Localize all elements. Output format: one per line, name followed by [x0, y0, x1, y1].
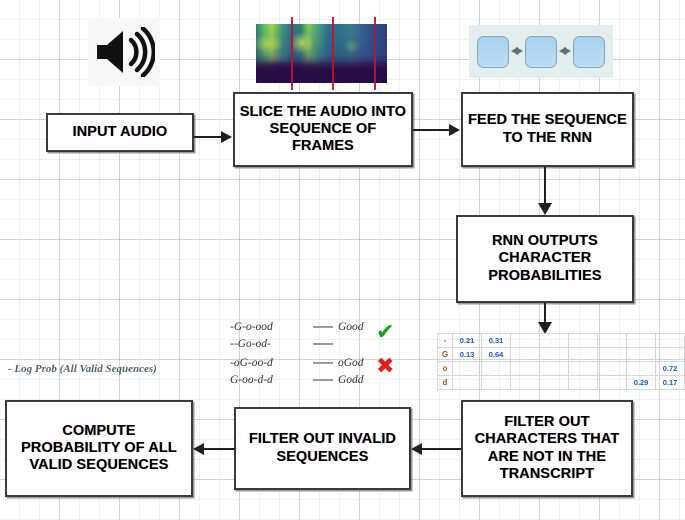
arrow-input-to-slice: [194, 131, 233, 143]
rnn-chain-image: [469, 25, 613, 78]
cell: [597, 375, 627, 390]
rnn-link: [559, 47, 571, 56]
list-item: -G-o-ood Good: [230, 318, 415, 335]
box-rnn-outputs[interactable]: RNN OUTPUTS CHARACTER PROBABILITIES: [456, 215, 634, 303]
sequence-collapsed: Godd: [338, 373, 364, 386]
arrow-slice-to-feed: [413, 124, 461, 136]
arrow-outputs-to-table: [538, 303, 552, 335]
slice-line-3: [374, 17, 376, 90]
sequence-arrow: [308, 342, 338, 345]
arrow-filterseq-to-compute: [193, 443, 235, 455]
cell: [655, 333, 685, 348]
speaker-icon: [88, 18, 160, 86]
arrow-filterchars-to-filterseq: [411, 443, 461, 455]
box-feed-rnn[interactable]: FEED THE SEQUENCE TO THE RNN: [461, 92, 634, 167]
spectrogram-image: [256, 24, 387, 83]
list-item: --Go-od-: [230, 335, 415, 352]
cell: [597, 333, 627, 348]
sequence-collapsed: oGod: [338, 356, 364, 369]
arrow-feed-to-outputs: [538, 167, 552, 215]
rnn-node: [573, 35, 605, 68]
cell: …: [510, 333, 540, 348]
sequence-list: -G-o-ood Good --Go-od- -oG-oo-d oGod G-o…: [230, 318, 415, 390]
log-prob-label: - Log Prob (All Valid Sequences): [8, 363, 157, 375]
box-filter-sequences[interactable]: FILTER OUT INVALID SEQUENCES: [234, 407, 411, 490]
sequence-collapsed: Good: [338, 320, 364, 333]
box-feed-rnn-label: FEED THE SEQUENCE TO THE RNN: [468, 112, 627, 146]
cell: …: [597, 361, 627, 376]
cell: …: [539, 333, 569, 348]
sequence-raw: -G-o-ood: [230, 320, 273, 333]
cell: [568, 347, 598, 362]
cell: 0.17: [655, 375, 685, 390]
table-row: d 0.29 0.17: [437, 375, 685, 390]
box-compute-probability-label: COMPUTE PROBABILITY OF ALL VALID SEQUENC…: [21, 422, 177, 474]
cell: 0.64: [481, 347, 511, 362]
rnn-node: [477, 35, 509, 68]
cell: 0.29: [626, 375, 656, 390]
cell: 0.72: [655, 361, 685, 376]
row-label: o: [437, 361, 453, 376]
box-rnn-outputs-label: RNN OUTPUTS CHARACTER PROBABILITIES: [488, 233, 602, 284]
cell: [510, 361, 540, 376]
cell: 0.31: [481, 333, 511, 348]
cell: [626, 333, 656, 348]
cell: 0.21: [452, 333, 482, 348]
cell: [568, 375, 598, 390]
sequence-arrow: [308, 378, 338, 381]
cell: [568, 333, 598, 348]
box-input-audio[interactable]: INPUT AUDIO: [46, 113, 194, 152]
cell: [539, 361, 569, 376]
list-item: -oG-oo-d oGod: [230, 354, 415, 371]
cell: [626, 347, 656, 362]
sequence-arrow: [308, 361, 338, 364]
box-filter-characters[interactable]: FILTER OUT CHARACTERS THAT ARE NOT IN TH…: [461, 400, 633, 497]
check-icon: ✔: [376, 320, 395, 345]
cell: …: [510, 347, 540, 362]
table-row: G 0.13 0.64 …: [437, 347, 685, 362]
list-item: G-oo-d-d Godd: [230, 371, 415, 388]
cell: [597, 347, 627, 362]
cell: [539, 375, 569, 390]
box-slice-audio[interactable]: SLICE THE AUDIO INTO SEQUENCE OF FRAMES: [233, 92, 413, 167]
box-filter-sequences-label: FILTER OUT INVALID SEQUENCES: [248, 431, 397, 465]
cell: [655, 347, 685, 362]
rnn-node: [525, 35, 557, 68]
cell: 0.13: [452, 347, 482, 362]
cell: …: [481, 361, 511, 376]
sequence-arrow: [308, 325, 338, 328]
box-slice-audio-label: SLICE THE AUDIO INTO SEQUENCE OF FRAMES: [239, 103, 407, 155]
cross-icon: ✖: [376, 354, 395, 379]
slice-line-1: [291, 17, 293, 90]
character-probability-table: - 0.21 0.31 … … G 0.13 0.64 … o … …: [437, 333, 685, 390]
slice-line-2: [332, 17, 334, 90]
box-compute-probability[interactable]: COMPUTE PROBABILITY OF ALL VALID SEQUENC…: [5, 400, 193, 497]
rnn-link: [511, 47, 523, 56]
cell: [510, 375, 540, 390]
row-label: d: [437, 375, 453, 390]
sequence-raw: -oG-oo-d: [230, 356, 273, 369]
cell: [481, 375, 511, 390]
box-input-audio-label: INPUT AUDIO: [72, 123, 168, 140]
row-label: G: [437, 347, 453, 362]
cell: [539, 347, 569, 362]
cell: [452, 375, 482, 390]
cell: …: [452, 361, 482, 376]
cell: [568, 361, 598, 376]
table-row: o … … … … 0.72: [437, 361, 685, 376]
cell: …: [626, 361, 656, 376]
row-label: -: [437, 333, 453, 348]
box-filter-characters-label: FILTER OUT CHARACTERS THAT ARE NOT IN TH…: [474, 414, 620, 482]
table-row: - 0.21 0.31 … …: [437, 333, 685, 348]
sequence-raw: --Go-od-: [230, 337, 271, 350]
sequence-raw: G-oo-d-d: [230, 373, 273, 386]
